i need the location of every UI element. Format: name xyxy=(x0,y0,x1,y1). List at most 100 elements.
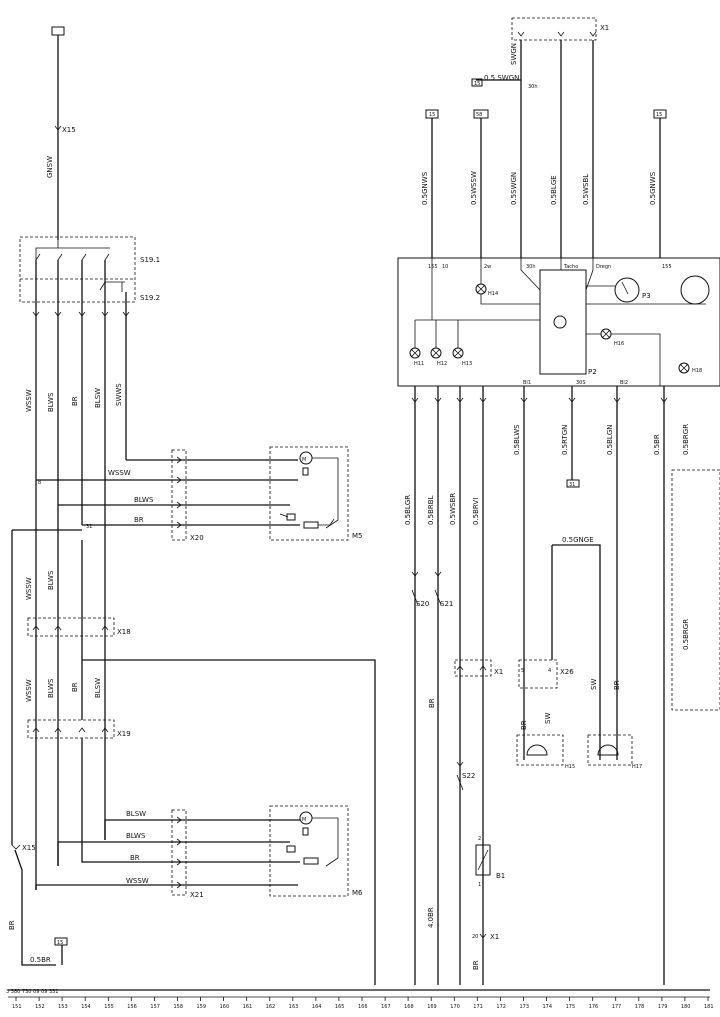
wire-label-05wsbr: 0.5WSBR xyxy=(449,493,457,525)
ruler-number: 164 xyxy=(312,1004,322,1010)
ruler-number: 167 xyxy=(381,1004,391,1010)
ruler-number: 175 xyxy=(566,1004,576,1010)
wire-label-05blgn: 0.5BLGN xyxy=(606,425,614,456)
connector-x18-frame xyxy=(27,617,115,637)
svg-text:4: 4 xyxy=(548,668,551,674)
svg-text:5: 5 xyxy=(521,668,524,674)
svg-text:15: 15 xyxy=(57,940,63,946)
ruler-prefix: 3 380 730 09 09 331 xyxy=(6,989,58,995)
label-x20: X20 xyxy=(190,534,204,542)
label-b1: B1 xyxy=(496,872,505,880)
ruler-number: 170 xyxy=(450,1004,460,1010)
ruler-number: 177 xyxy=(612,1004,622,1010)
svg-text:30h: 30h xyxy=(528,84,538,90)
wire-label-blws-1: BLWS xyxy=(47,392,55,412)
label-x21: X21 xyxy=(190,891,204,899)
svg-text:Bl2: Bl2 xyxy=(620,380,628,386)
wire-label-blws-m6: BLWS xyxy=(126,832,146,840)
right-partial-frame xyxy=(671,469,720,711)
svg-text:10: 10 xyxy=(442,264,448,270)
wire-label-swws-1: SWWS xyxy=(115,383,123,406)
ruler-number: 166 xyxy=(358,1004,368,1010)
ruler-number: 163 xyxy=(289,1004,299,1010)
svg-text:H11: H11 xyxy=(414,361,424,367)
svg-text:H13: H13 xyxy=(462,361,472,367)
ruler-number: 157 xyxy=(150,1004,160,1010)
svg-text:Bl1: Bl1 xyxy=(523,380,531,386)
ruler-number: 173 xyxy=(520,1004,530,1010)
wire-label-05br: 0.5BR xyxy=(653,434,661,455)
wire-label-05gnws-a: 0.5GNWS xyxy=(421,171,429,205)
ruler-number: 155 xyxy=(104,1004,114,1010)
switch-s19-frame xyxy=(19,236,136,303)
wire-label-05swgn-top: 0.5 SWGN xyxy=(484,74,519,82)
wire-label-br-3: BR xyxy=(8,920,16,930)
label-x19: X19 xyxy=(117,730,131,738)
wire-label-05br-bottom: 0.5BR xyxy=(30,956,51,964)
wire-label-05blws: 0.5BLWS xyxy=(513,424,521,455)
module-p2 xyxy=(539,269,587,375)
wire-label-05wsbl: 0.5WSBL xyxy=(582,174,590,205)
lamp-h15 xyxy=(526,744,548,756)
wire-label-blws-3: BLWS xyxy=(47,678,55,698)
connector-x1-top-frame xyxy=(511,17,597,41)
ruler-number: 178 xyxy=(635,1004,645,1010)
svg-text:Tacho: Tacho xyxy=(563,264,578,270)
ruler-number: 153 xyxy=(58,1004,68,1010)
svg-text:Dregn: Dregn xyxy=(596,264,611,270)
label-x1-bottom: X1 xyxy=(490,933,499,941)
ruler-number: 168 xyxy=(404,1004,414,1010)
ruler-number: 172 xyxy=(496,1004,506,1010)
wire-label-blsw-1: BLSW xyxy=(94,388,102,408)
ruler-number: 158 xyxy=(174,1004,184,1010)
label-p2: P2 xyxy=(588,368,597,376)
svg-text:31: 31 xyxy=(86,524,92,530)
ruler-number: 159 xyxy=(197,1004,207,1010)
lamp-h18 xyxy=(678,362,690,374)
module-p2-icon xyxy=(553,315,567,329)
connector-x19-frame xyxy=(27,719,115,739)
label-m5: M5 xyxy=(352,532,363,540)
svg-text:58: 58 xyxy=(476,112,482,118)
ruler-number: 171 xyxy=(473,1004,483,1010)
ruler-number: 180 xyxy=(681,1004,691,1010)
svg-text:30S: 30S xyxy=(576,380,586,386)
gauge-right xyxy=(680,275,710,305)
wire-label-05gnws-b: 0.5GNWS xyxy=(649,171,657,205)
label-s19-2: S19.2 xyxy=(140,294,160,302)
wire-label-05brvi: 0.5BRVI xyxy=(472,498,480,525)
svg-text:20: 20 xyxy=(472,934,478,940)
ruler-number: 161 xyxy=(243,1004,253,1010)
label-x15-top: X15 xyxy=(62,126,76,134)
label-s22: S22 xyxy=(462,772,475,780)
wire-label-blws-2: BLWS xyxy=(47,570,55,590)
wire-label-blsw-2: BLSW xyxy=(94,678,102,698)
svg-text:H17: H17 xyxy=(632,764,642,770)
ruler-number: 151 xyxy=(12,1004,22,1010)
wire-label-05brgr-2: 0.5BRGR xyxy=(682,619,690,650)
svg-text:15: 15 xyxy=(474,81,480,87)
svg-text:H16: H16 xyxy=(614,341,624,347)
ruler-number: 176 xyxy=(589,1004,599,1010)
svg-text:15: 15 xyxy=(656,112,662,118)
label-x15-bottom: X15 xyxy=(22,844,36,852)
svg-text:H14: H14 xyxy=(488,291,498,297)
wire-label-swgn: SWGN xyxy=(510,43,518,65)
wire-label-05swgn: 0.5SWGN xyxy=(510,172,518,205)
svg-text:M: M xyxy=(302,817,306,823)
switch-s20-s21 xyxy=(411,571,442,606)
ruler-number: 165 xyxy=(335,1004,345,1010)
wire-label-40br: 4.0BR xyxy=(427,907,435,928)
wire-label-gnsw: GNSW xyxy=(46,156,54,178)
ruler-number: 160 xyxy=(220,1004,230,1010)
gauge-p3 xyxy=(614,277,640,303)
label-s19-1: S19.1 xyxy=(140,256,160,264)
lamp-h15-frame xyxy=(516,734,564,766)
ruler-number: 162 xyxy=(266,1004,276,1010)
connector-x20-frame xyxy=(171,449,187,541)
svg-text:2: 2 xyxy=(478,836,481,842)
lamp-h17-frame xyxy=(587,734,633,766)
ruler-number: 152 xyxy=(35,1004,45,1010)
ruler-number: 174 xyxy=(543,1004,553,1010)
